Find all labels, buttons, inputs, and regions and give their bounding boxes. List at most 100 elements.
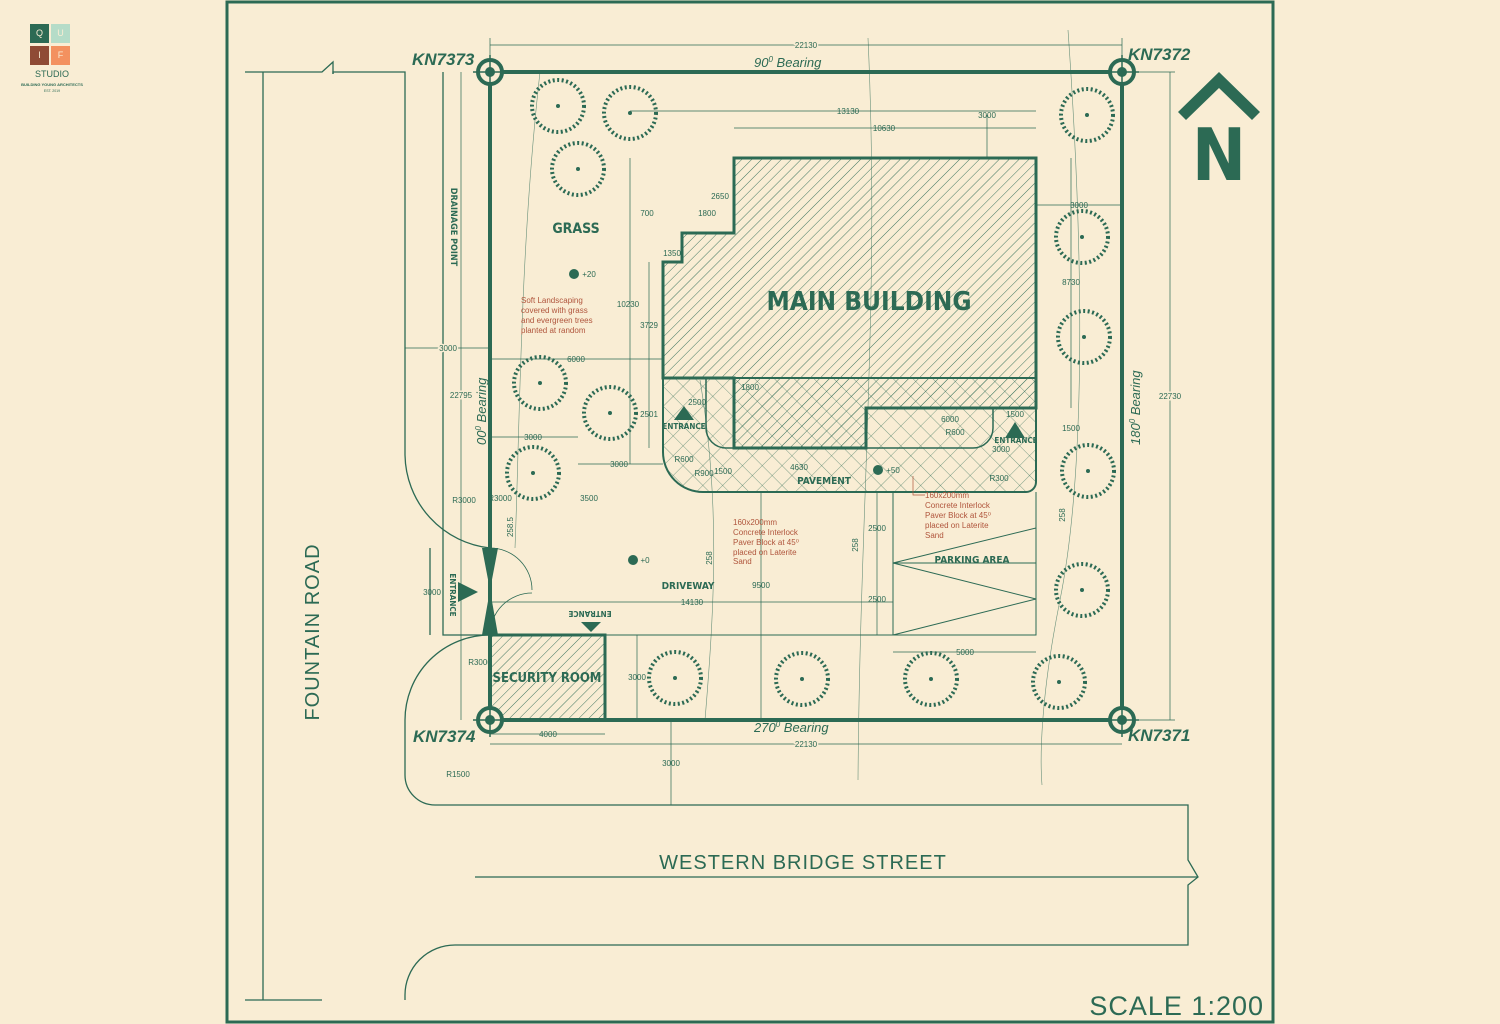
level-icon <box>628 555 638 565</box>
svg-text:Paver Block at 45⁰: Paver Block at 45⁰ <box>733 538 799 547</box>
entrance-gate: ENTRANCE <box>448 573 478 617</box>
tree-icon <box>903 651 959 707</box>
contour-lines <box>514 29 1081 786</box>
dimension-label: 14130 <box>681 598 704 607</box>
entrance-recess-east <box>865 407 994 449</box>
bearing-south: 2700 Bearing <box>753 720 829 735</box>
beacon-label-kn7371: KN7371 <box>1128 726 1190 745</box>
paver-note-pavement: 160x200mm Concrete Interlock Paver Block… <box>912 476 991 540</box>
entrance-arrow-icon <box>1005 422 1025 438</box>
paver-note-driveway: 160x200mm Concrete Interlock Paver Block… <box>733 518 799 566</box>
svg-text:160x200mm: 160x200mm <box>733 518 777 527</box>
dimension-label: 22795 <box>450 391 473 400</box>
beacon-label-kn7373: KN7373 <box>412 50 475 69</box>
dimension-label: 3000 <box>1070 201 1088 210</box>
tree-icon <box>1054 209 1110 265</box>
fountain-road <box>245 60 1199 1001</box>
entrance-west: ENTRANCE <box>662 406 706 431</box>
tree-icon <box>1059 87 1115 143</box>
svg-text:160x200mm: 160x200mm <box>925 491 969 500</box>
svg-text:N: N <box>1192 113 1246 197</box>
dimension-label: 5000 <box>956 648 974 657</box>
tree-icon <box>530 78 586 134</box>
svg-text:Concrete Interlock: Concrete Interlock <box>925 501 991 510</box>
level-marker-pavement: +50 <box>873 465 900 475</box>
dimension-label: 3000 <box>439 344 457 353</box>
svg-text:ENTRANCE: ENTRANCE <box>568 609 611 618</box>
dimension-label: 3000 <box>610 460 628 469</box>
svg-text:ENTRANCE: ENTRANCE <box>994 436 1037 445</box>
dimension-label: 258.5 <box>506 516 515 537</box>
svg-text:+0: +0 <box>640 556 650 565</box>
svg-text:+50: +50 <box>886 466 900 475</box>
svg-text:covered with grass: covered with grass <box>521 306 588 315</box>
parking-area-label: PARKING AREA <box>935 555 1010 566</box>
level-marker-driveway: +0 <box>628 555 650 565</box>
logo-square-i: I <box>30 46 49 65</box>
north-arrow-icon <box>1178 72 1260 120</box>
svg-text:placed on Laterite: placed on Laterite <box>733 548 797 557</box>
svg-text:2700 Bearing: 2700 Bearing <box>753 720 829 735</box>
dimension-label: 1800 <box>741 383 759 392</box>
drainage-point-label: DRAINAGE POINT <box>448 188 458 267</box>
dimension-label: 4630 <box>790 463 808 472</box>
dimension-label: 1350 <box>663 249 681 258</box>
dimension-label: 3000 <box>524 433 542 442</box>
entrance-arrow-icon <box>458 582 478 602</box>
dimension-label: 3000 <box>992 445 1010 454</box>
dimension-label: 2500 <box>868 524 886 533</box>
dimension-label: 22130 <box>795 740 818 749</box>
scale-label: SCALE 1:200 <box>1089 991 1264 1021</box>
dimension-label: 258 <box>1058 508 1067 522</box>
svg-text:ENTRANCE: ENTRANCE <box>448 573 457 616</box>
dimension-label: 1500 <box>1006 410 1024 419</box>
svg-text:Sand: Sand <box>733 557 752 566</box>
dimension-label: 2650 <box>711 192 729 201</box>
svg-text:Soft Landscaping: Soft Landscaping <box>521 296 583 305</box>
tree-icon <box>647 650 703 706</box>
dimension-label: 3000 <box>423 588 441 597</box>
svg-text:and evergreen trees: and evergreen trees <box>521 316 593 325</box>
dimension-lines <box>405 38 1175 805</box>
grass-label: GRASS <box>552 221 599 237</box>
svg-text:planted at random: planted at random <box>521 326 586 335</box>
dimension-label: 10630 <box>873 124 896 133</box>
svg-text:900 Bearing: 900 Bearing <box>754 55 822 70</box>
entrance-arrow-icon <box>674 406 694 420</box>
logo-tagline: BUILDING YOUNG ARCHITECTS <box>21 82 83 87</box>
gate[interactable] <box>482 547 533 636</box>
tree-icon <box>1031 654 1087 710</box>
dimension-label: 22730 <box>1159 392 1182 401</box>
dimension-label: R600 <box>945 428 965 437</box>
dimension-label: 6000 <box>941 415 959 424</box>
tree-icon <box>1056 309 1112 365</box>
fountain-road-label: FOUNTAIN ROAD <box>302 543 324 720</box>
dimension-label: 1500 <box>1062 424 1080 433</box>
dimension-label: 2500 <box>688 398 706 407</box>
dimension-label: R3000 <box>452 496 476 505</box>
dimension-label: 258 <box>705 551 714 565</box>
dimension-label: 3000 <box>662 759 680 768</box>
dimension-label: 3729 <box>640 321 658 330</box>
bearing-west: 000 Bearing <box>474 377 489 445</box>
dimension-label: 4000 <box>539 730 557 739</box>
tree-icon <box>774 651 830 707</box>
svg-text:Sand: Sand <box>925 531 944 540</box>
logo-est: EST. 2019 <box>43 89 61 93</box>
drawing-frame <box>225 0 1275 1024</box>
level-marker-grass: +20 <box>569 269 596 279</box>
svg-text:placed on Laterite: placed on Laterite <box>925 521 989 530</box>
logo-square-u: U <box>51 24 70 43</box>
tree-icon <box>550 141 606 197</box>
driveway-edge <box>605 492 1037 636</box>
dimension-label: 2501 <box>640 410 658 419</box>
dimension-label: 3500 <box>580 494 598 503</box>
dimension-label: 9500 <box>752 581 770 590</box>
dimension-label: 6000 <box>567 355 585 364</box>
beacon-label-kn7374: KN7374 <box>413 727 476 746</box>
dimension-label: 1800 <box>698 209 716 218</box>
dimension-label: R900 <box>694 469 714 478</box>
bearing-north: 900 Bearing <box>754 55 822 70</box>
dimension-label: R600 <box>674 455 694 464</box>
